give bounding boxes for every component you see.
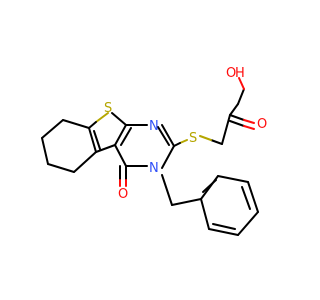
bond-s-c7a xyxy=(95,112,109,123)
molecule-diagram: O H O S S N N O xyxy=(41,66,267,236)
bond-c7a-c7 xyxy=(62,119,90,129)
bond-c8a-c4a xyxy=(114,124,127,146)
bond-c2-n1-dbl xyxy=(157,126,170,146)
bond-n3-ch2 xyxy=(161,174,173,206)
atom-n-ring-lower: N xyxy=(149,161,159,176)
bond-c5-c4b xyxy=(47,163,75,173)
bond-s-yellow xyxy=(199,135,212,141)
bond-ch2-ph xyxy=(171,198,202,206)
bond-ph-5-dbl xyxy=(212,223,236,230)
bond-c-oh xyxy=(237,88,245,105)
bond-ph-1-dbl xyxy=(202,179,217,193)
bond-c-ch2 xyxy=(221,114,231,145)
atom-h-acid: H xyxy=(235,66,245,81)
bond-s-c2 xyxy=(173,142,181,147)
bond-ph-4 xyxy=(237,211,259,236)
bond-c8a-s xyxy=(111,112,127,126)
bond-c-o1 xyxy=(229,114,245,121)
bond-s-c2-yellow xyxy=(179,139,188,144)
bond-oh-red xyxy=(238,77,245,90)
bond-ph-2 xyxy=(217,175,249,183)
bond-ph-5 xyxy=(208,228,239,236)
bond-c7a-c3a-dbl xyxy=(93,130,101,150)
bond-c4b-c3a xyxy=(73,151,97,173)
bond-c3a-c4a xyxy=(95,144,116,153)
bond-c8a-c4a-dbl xyxy=(120,127,132,146)
bond-co-red1 xyxy=(243,119,255,124)
bond-co-red2 xyxy=(243,125,255,130)
bond-ph-3 xyxy=(247,181,259,213)
bond-c-o2 xyxy=(229,120,245,127)
bond-c2-n1 xyxy=(161,124,175,147)
atom-n-ring-upper: N xyxy=(149,119,159,134)
atom-s-thioether: S xyxy=(189,131,197,146)
bond-c7a-c3a xyxy=(88,127,97,153)
atom-o-ketone: O xyxy=(118,187,128,202)
bond-c4a-c4 xyxy=(114,144,127,167)
atom-s-thiophene: S xyxy=(104,101,112,116)
bond-c-oh-b xyxy=(229,103,239,116)
bond-ph-3-dbl xyxy=(241,186,251,210)
bond-ch2-s xyxy=(210,139,223,145)
bond-s-c7a-b xyxy=(88,121,97,129)
bond-c7-c6 xyxy=(41,119,64,139)
bond-c2-n3 xyxy=(161,145,175,169)
atom-o-hydroxyl: O xyxy=(226,66,236,81)
bond-ph-6 xyxy=(200,198,210,230)
structure-svg: O H O S S N N O xyxy=(41,66,267,236)
atom-o-carbonyl: O xyxy=(257,117,267,132)
bond-c6-c5 xyxy=(41,137,49,165)
